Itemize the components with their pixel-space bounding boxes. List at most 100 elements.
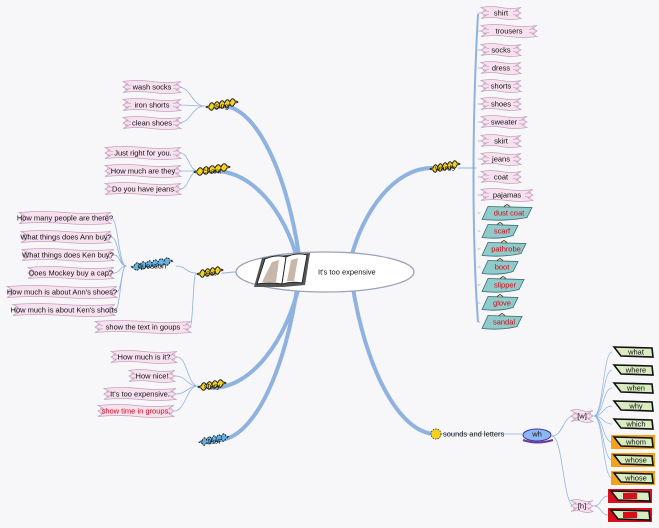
- chant-leaf[interactable]: Just right for you.: [103, 146, 183, 160]
- words-teal-leaf[interactable]: scarf: [481, 221, 519, 239]
- node-label: [w]: [577, 412, 587, 421]
- words-pink-leaf[interactable]: sweater: [479, 115, 529, 129]
- ribbon-shape: [102, 387, 178, 401]
- node-label: coat: [494, 173, 509, 182]
- ribbon-stripes: [124, 102, 180, 108]
- words-teal-leaf[interactable]: pathrobe: [481, 239, 527, 257]
- words-pink-leaf[interactable]: dress: [479, 61, 523, 75]
- w-word-card[interactable]: where: [612, 364, 654, 376]
- central-topic[interactable]: It's too expensive: [235, 251, 415, 293]
- w-word-card[interactable]: whose: [611, 471, 655, 485]
- ribbon-stripes: [482, 47, 520, 53]
- ribbon-stripes: [106, 186, 180, 192]
- topic-sing[interactable]: sing: [205, 98, 239, 111]
- pin-icon: [496, 221, 504, 225]
- words-pink-leaf[interactable]: shorts: [479, 79, 523, 93]
- words-teal-leaf[interactable]: boot: [481, 257, 519, 275]
- words-teal-leaf[interactable]: dust coat: [481, 203, 533, 221]
- topic-sounds[interactable]: sounds and letters: [430, 428, 505, 440]
- words-pink-leaf[interactable]: pajamas: [479, 188, 535, 202]
- cloud-shape: [429, 160, 461, 173]
- words-teal-leaf[interactable]: slipper: [481, 275, 525, 293]
- flag-shape: [481, 260, 519, 275]
- w-leaf-connector: [593, 369, 613, 417]
- node-label: socks: [491, 46, 510, 55]
- node-label: text: [204, 269, 217, 278]
- story-connector: [175, 385, 199, 395]
- words-pink-leaf[interactable]: socks: [479, 43, 523, 57]
- node-label: shirt: [494, 9, 509, 18]
- w-word-card[interactable]: what: [612, 346, 654, 358]
- branch-sing: [220, 104, 302, 264]
- topic-test[interactable]: test: [198, 433, 230, 446]
- ribbon-stripes: [29, 270, 113, 276]
- topic-text[interactable]: text: [196, 266, 224, 278]
- question-leaf[interactable]: What things does Ken buy?: [20, 248, 116, 262]
- w-word-card[interactable]: whom: [611, 435, 655, 449]
- ribbon-shape: [5, 285, 119, 299]
- book-page-shade: [287, 258, 298, 281]
- node-label: [h]: [578, 502, 586, 511]
- w-word-card[interactable]: which: [612, 418, 654, 430]
- sing-leaf[interactable]: wash socks: [121, 80, 183, 94]
- question-leaf[interactable]: Does Mockey buy a cap?: [26, 266, 116, 280]
- w-word-card[interactable]: why: [612, 400, 654, 412]
- ribbon-stripes: [22, 234, 110, 240]
- topic-story[interactable]: story: [197, 379, 227, 391]
- branch-text: [221, 271, 237, 274]
- topic-chant[interactable]: chant: [193, 163, 231, 176]
- topic-words[interactable]: words: [429, 160, 461, 173]
- pin-icon: [496, 257, 504, 261]
- question-leaf[interactable]: How much is about Ann's shoes?: [5, 285, 119, 299]
- ribbon-stripes: [23, 252, 113, 258]
- words-teal-leaf[interactable]: sandal: [481, 312, 523, 330]
- cloud-shape: [196, 266, 224, 278]
- chant-leaf[interactable]: How much are they: [103, 164, 183, 178]
- question-leaf[interactable]: How much is about Ken's shorts: [11, 303, 118, 317]
- h-word-card[interactable]: [608, 489, 652, 503]
- ribbon-stripes: [20, 215, 110, 221]
- words-pink-leaf[interactable]: skirt: [479, 134, 523, 148]
- words-pink-leaf[interactable]: shirt: [479, 6, 523, 20]
- ribbon-shape: [17, 211, 113, 225]
- w-sound-leaf[interactable]: [w]: [570, 409, 594, 423]
- node-label: wash socks: [132, 83, 172, 92]
- question-connector: [114, 265, 127, 311]
- node-label: How many people are there?: [17, 214, 113, 223]
- h-word-card[interactable]: [608, 508, 652, 522]
- w-word-card[interactable]: when: [612, 382, 654, 394]
- words-pink-leaf[interactable]: jeans: [479, 152, 523, 166]
- subtopic-wh[interactable]: wh: [522, 428, 554, 444]
- ribbon-shape: [96, 404, 176, 418]
- words-pink-leaf[interactable]: shoes: [479, 97, 523, 111]
- words-pink-leaf[interactable]: trousers: [479, 24, 539, 38]
- node-label: test: [208, 437, 221, 446]
- ribbon-stripes: [482, 83, 520, 89]
- question-leaf[interactable]: What things does Ann buy?: [19, 230, 113, 244]
- card-shape: [612, 346, 654, 358]
- ribbon-shape: [479, 115, 529, 129]
- story-leaf[interactable]: show time in groups.: [96, 404, 176, 418]
- text-extra-leaf[interactable]: show the text in goups: [93, 320, 193, 334]
- branch-chant-thin: [214, 170, 299, 263]
- chant-leaf[interactable]: Do you have jeans: [103, 182, 183, 196]
- h-sound-leaf[interactable]: [h]: [570, 499, 594, 513]
- node-label: Just right for you.: [114, 149, 172, 158]
- story-leaf[interactable]: It's too expensive.: [102, 387, 178, 401]
- node-label: whose: [624, 474, 647, 483]
- words-teal-leaf[interactable]: glove: [481, 293, 519, 311]
- story-leaf[interactable]: How nice!: [127, 369, 177, 383]
- ribbon-shape: [479, 188, 535, 202]
- question-leaf[interactable]: How many people are there?: [17, 211, 113, 225]
- sing-leaf[interactable]: clean shoes: [121, 116, 183, 130]
- sing-leaf[interactable]: iron shorts: [121, 98, 183, 112]
- flag-shape: [481, 296, 519, 311]
- flag-shape: [481, 242, 527, 257]
- pin-icon: [503, 203, 511, 207]
- node-label: whom: [625, 438, 646, 447]
- ribbon-shape: [121, 116, 183, 130]
- words-pink-leaf[interactable]: coat: [479, 170, 523, 184]
- subtopic-question[interactable]: question: [130, 257, 174, 271]
- w-word-card[interactable]: whose: [611, 453, 655, 467]
- story-leaf[interactable]: How much is it?: [109, 350, 179, 364]
